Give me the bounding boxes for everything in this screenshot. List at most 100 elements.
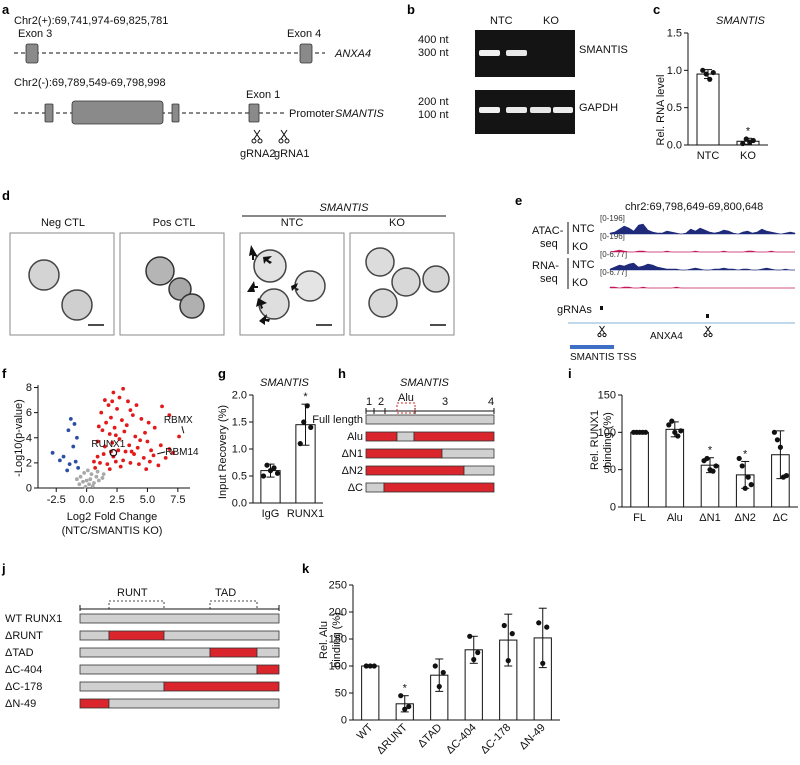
data-point [750, 137, 756, 144]
scatter-point [94, 474, 99, 479]
scatter-point [171, 450, 175, 455]
data-point [748, 482, 754, 488]
x-tick-label: NTC [697, 150, 720, 162]
region-3: 3 [442, 396, 448, 408]
construct-segment-grey [396, 431, 415, 442]
locus-coordinates: chr2:69,798,649-69,800,648 [625, 201, 763, 213]
chart-f-ylabel: -Log10(p-value) [13, 399, 25, 477]
scatter-point [128, 408, 133, 413]
scatter-point [151, 453, 156, 458]
x-tick-label: ΔN2 [734, 512, 755, 524]
rna-label-2: seq [540, 273, 558, 285]
scatter-point [145, 439, 150, 444]
x-tick-label: 0.0 [79, 494, 94, 506]
data-point [666, 422, 672, 428]
y-tick-label: 8 [26, 382, 32, 394]
y-tick-label: 50 [335, 688, 347, 700]
construct-segment-grey [79, 613, 280, 624]
scatter-point [101, 472, 106, 477]
scatter-point [130, 413, 135, 418]
panel-e: e chr2:69,798,649-69,800,648 ATAC- seq R… [515, 193, 796, 363]
scatter-point [100, 428, 105, 433]
scatter-point [149, 448, 153, 453]
gel-band [479, 107, 500, 113]
bar [696, 73, 720, 146]
chart-g-ylabel: Input Recovery (%) [217, 405, 229, 499]
rna-ntc: NTC [572, 259, 595, 271]
scatter-point [73, 459, 78, 464]
scatter-point [66, 428, 71, 433]
chart-g-title: SMANTIS [260, 377, 310, 389]
micrograph-ntc [239, 232, 345, 336]
scatter-point [134, 403, 139, 407]
data-point [777, 444, 784, 450]
data-point [713, 463, 719, 469]
x-tick-label: 2.5 [109, 494, 124, 506]
data-point [544, 624, 550, 630]
data-point [742, 485, 748, 491]
data-point [739, 463, 745, 469]
data-point [475, 649, 481, 656]
construct-segment-grey [365, 414, 495, 425]
atac-ko: KO [572, 241, 588, 253]
scatter-point [67, 462, 72, 467]
construct-segment-grey [79, 647, 211, 658]
scatter-point [111, 390, 116, 395]
y-tick-label: 100 [598, 427, 616, 439]
panel-label-e: e [515, 193, 522, 208]
smantis-exon-c [171, 103, 180, 123]
scatter-point [110, 399, 115, 404]
data-point [536, 620, 542, 626]
gel-band [479, 50, 500, 56]
construct-label: ΔRUNT [5, 630, 43, 642]
exon1-label: Exon 1 [246, 89, 280, 101]
scatter-point [156, 463, 161, 468]
scatter-point [102, 398, 107, 402]
scatter-point [147, 459, 152, 464]
data-point [501, 622, 507, 629]
data-point [710, 468, 716, 474]
tss-bar [570, 345, 614, 349]
scatter-point [167, 447, 172, 451]
scissors-icon [278, 129, 290, 144]
data-point [367, 663, 373, 669]
panel-label-f: f [2, 366, 7, 381]
panel-d: d Neg CTL Pos CTL SMANTIS NTC KO [2, 188, 455, 336]
scatter-point [135, 445, 140, 450]
y-tick-label: 0.5 [232, 471, 247, 483]
x-tick-label: FL [633, 512, 646, 524]
construct-segment-red [383, 482, 495, 493]
data-point [643, 429, 649, 435]
exon4-label: Exon 4 [287, 28, 321, 40]
y-tick-label: 6 [26, 407, 32, 419]
scatter-point [123, 449, 128, 454]
atac-ntc: NTC [572, 223, 595, 235]
ko-label: KO [389, 217, 405, 229]
data-point [771, 429, 778, 435]
y-tick-label: 100 [329, 661, 347, 673]
scatter-point [124, 423, 129, 428]
track-range: [0-6.77] [600, 268, 627, 277]
micrograph-neg [9, 232, 115, 336]
scatter-point [163, 455, 168, 460]
data-point [363, 663, 369, 669]
x-tick-label: ΔC-178 [479, 722, 514, 757]
scatter-point [92, 459, 96, 464]
scatter-point [104, 420, 108, 425]
neg-ctl-label: Neg CTL [41, 217, 85, 229]
scatter-point [96, 424, 101, 429]
scatter-point [152, 425, 157, 430]
arrow-icons [247, 245, 299, 325]
marker-200: 200 nt [418, 96, 449, 108]
x-tick-label: 7.5 [170, 494, 185, 506]
scatter-point [129, 449, 134, 454]
scatter-point [120, 418, 124, 423]
scatter-point [121, 386, 126, 391]
scissors-icon [703, 325, 713, 338]
x-tick-label: Alu [667, 512, 683, 524]
construct-segment-red [365, 465, 465, 476]
data-point [675, 433, 681, 439]
y-tick-label: 0 [610, 502, 616, 514]
pos-ctl-label: Pos CTL [153, 217, 196, 229]
scatter-point [101, 452, 106, 456]
